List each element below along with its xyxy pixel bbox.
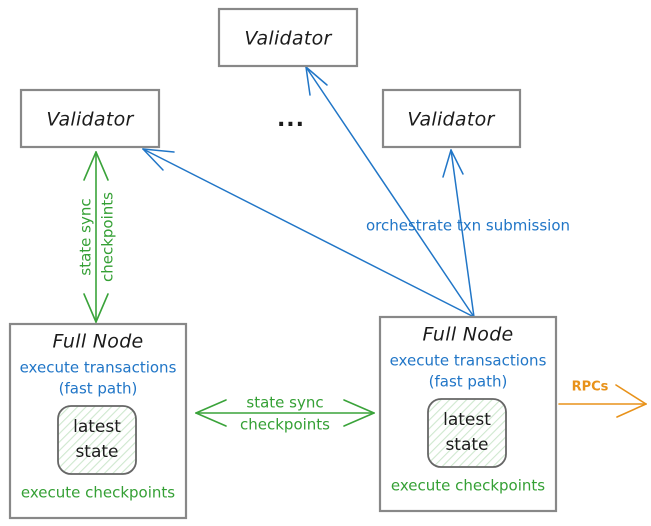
full-node-right-latest-state-box — [427, 398, 507, 468]
full-node-right-blue-line-2: (fast path) — [429, 373, 508, 391]
full-node-right[interactable]: Full Node execute transactions (fast pat… — [378, 315, 558, 513]
full-node-left[interactable]: Full Node execute transactions (fast pat… — [8, 322, 188, 520]
full-node-left-inner-line-2: state — [75, 442, 118, 462]
rpcs-arrow — [558, 384, 647, 418]
arrow-fullnode-right-to-validator-right — [442, 149, 475, 318]
full-node-right-inner-line-2: state — [445, 435, 488, 455]
full-node-left-blue-line-1: execute transactions — [20, 359, 177, 377]
full-node-left-inner-line-1: latest — [73, 417, 121, 437]
rpcs-label: RPCs — [572, 380, 609, 395]
state-sync-vertical-label: state sync checkpoints — [77, 192, 117, 282]
arrow-fullnode-right-to-validator-left — [142, 148, 475, 318]
full-node-left-blue-line-2: (fast path) — [59, 380, 138, 398]
validator-right[interactable]: Validator — [381, 88, 522, 149]
full-node-right-green-label: execute checkpoints — [391, 477, 545, 495]
state-sync-horizontal-line-2: checkpoints — [240, 416, 330, 434]
state-sync-horizontal-arrow — [195, 399, 375, 427]
state-sync-vertical-line-1: state sync — [77, 198, 95, 275]
full-node-left-latest-state-box — [57, 405, 137, 475]
full-node-right-title: Full Node — [422, 324, 513, 346]
full-node-right-inner-line-1: latest — [443, 410, 491, 430]
arrow-fullnode-right-to-validator-top — [305, 66, 475, 318]
state-sync-vertical-arrow — [83, 151, 109, 323]
validator-top[interactable]: Validator — [217, 7, 359, 68]
full-node-left-green-label: execute checkpoints — [21, 484, 175, 502]
state-sync-vertical-line-2: checkpoints — [99, 192, 117, 282]
full-node-right-blue-line-1: execute transactions — [390, 352, 547, 370]
validator-left-label: Validator — [46, 109, 134, 131]
state-sync-horizontal-line-1: state sync — [246, 394, 323, 412]
orchestrate-arrow-group — [142, 66, 475, 318]
validator-left[interactable]: Validator — [19, 88, 161, 149]
full-node-left-title: Full Node — [52, 331, 143, 353]
validator-top-label: Validator — [244, 28, 332, 50]
validators-ellipsis: ... — [277, 107, 305, 132]
orchestrate-txn-submission-label: orchestrate txn submission — [366, 217, 570, 235]
validator-right-label: Validator — [407, 109, 495, 131]
state-sync-horizontal-label: state sync checkpoints — [240, 394, 330, 434]
